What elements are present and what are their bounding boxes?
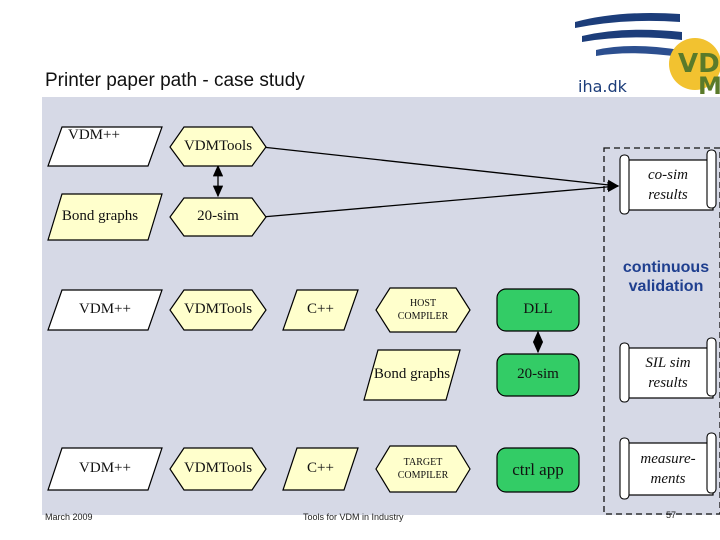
footer-center: Tools for VDM in Industry [303, 512, 404, 522]
20sim-node-2 [496, 353, 580, 397]
bond-graphs-node-1 [47, 193, 163, 241]
arrow-20sim-to-cosim [261, 181, 620, 218]
svg-text:iha.dk: iha.dk [578, 77, 628, 96]
svg-text:M: M [698, 72, 720, 98]
vdmpp-node-1 [47, 126, 163, 167]
validation-boundary [603, 147, 720, 515]
page-number: 57 [666, 510, 677, 520]
bond-graphs-node-2 [363, 349, 461, 401]
cpp-node-2 [282, 447, 359, 491]
sil-sim-results-scroll [619, 337, 717, 403]
iha-dk-vdm-logo: VD M iha.dk [570, 0, 720, 100]
vdmtools-node-3 [169, 447, 267, 491]
svg-text:VD: VD [678, 49, 720, 79]
dll-node [496, 288, 580, 332]
continuous-validation-label: continuous validation [622, 259, 710, 296]
measurements-scroll [619, 432, 717, 500]
20sim-node-1 [169, 197, 267, 237]
ctrl-app-node [496, 447, 580, 493]
cpp-node-1 [282, 289, 359, 331]
vdmtools-node-1 [169, 126, 267, 167]
vdmtools-node-2 [169, 289, 267, 331]
cosim-results-scroll [619, 149, 717, 215]
host-compiler-node [375, 287, 471, 333]
footer-date: March 2009 [45, 512, 93, 522]
vdmpp-node-3 [47, 447, 163, 491]
arrow-vdmtools-to-cosim [261, 146, 620, 191]
vdmpp-node-2 [47, 289, 163, 331]
target-compiler-node [375, 445, 471, 493]
slide-title: Printer paper path - case study [45, 70, 305, 91]
